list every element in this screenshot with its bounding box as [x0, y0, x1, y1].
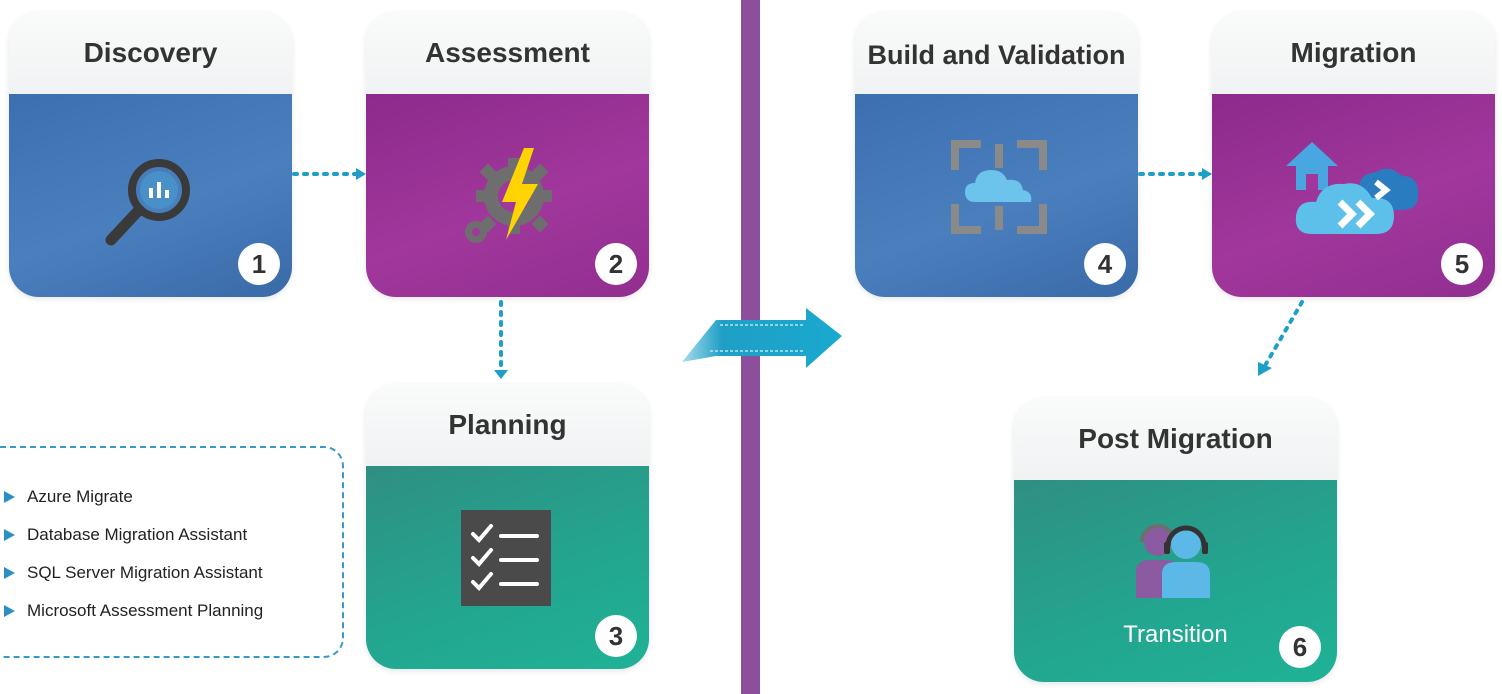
connector-arrow-1-2	[292, 168, 366, 180]
stage-title: Post Migration	[1078, 423, 1273, 454]
stage-title: Assessment	[425, 37, 590, 68]
checklist-icon	[461, 510, 551, 606]
stage-title: Planning	[448, 409, 567, 440]
tools-list: Azure Migrate Database Migration Assista…	[4, 478, 263, 630]
gears-lightning-icon	[465, 148, 552, 243]
list-item: Database Migration Assistant	[4, 516, 263, 554]
stage-card-discovery: Discovery 1	[9, 12, 292, 297]
stage-title: Migration	[1290, 37, 1417, 68]
stage-title: Build and Validation	[867, 40, 1126, 70]
connector-arrow-2-3	[494, 300, 508, 379]
house-cloud-migration-icon	[1286, 142, 1419, 234]
step-number-badge: 1	[238, 243, 280, 285]
step-number-badge: 3	[595, 615, 637, 657]
connector-arrow-5-6	[1258, 300, 1304, 376]
stage-card-migration: Migration 5	[1212, 12, 1495, 297]
stage-title: Discovery	[83, 37, 218, 68]
stage-caption: Transition	[1123, 621, 1228, 648]
stage-card-assessment: Assessment 2	[366, 12, 649, 297]
support-agents-icon	[1136, 524, 1210, 598]
magnifier-chart-icon	[105, 159, 190, 246]
list-item: Azure Migrate	[4, 478, 263, 516]
list-item: Microsoft Assessment Planning	[4, 592, 263, 630]
phase-arrow-icon	[682, 308, 842, 368]
bullet-triangle-icon	[4, 529, 15, 541]
bullet-triangle-icon	[4, 491, 15, 503]
list-item: SQL Server Migration Assistant	[4, 554, 263, 592]
bullet-triangle-icon	[4, 567, 15, 579]
stage-card-build-validation: Build and Validation 4	[855, 12, 1138, 297]
step-number-badge: 5	[1441, 243, 1483, 285]
tools-list-box: Azure Migrate Database Migration Assista…	[0, 446, 344, 658]
stage-card-planning: Planning 3	[366, 384, 649, 669]
stage-card-post-migration: Post Migration Transition 6	[1014, 398, 1337, 682]
step-number-badge: 2	[595, 243, 637, 285]
step-number-badge: 4	[1084, 243, 1126, 285]
bullet-triangle-icon	[4, 605, 15, 617]
connector-arrow-4-5	[1138, 168, 1212, 180]
step-number-badge: 6	[1279, 626, 1321, 668]
cloud-frame-icon	[951, 140, 1047, 234]
